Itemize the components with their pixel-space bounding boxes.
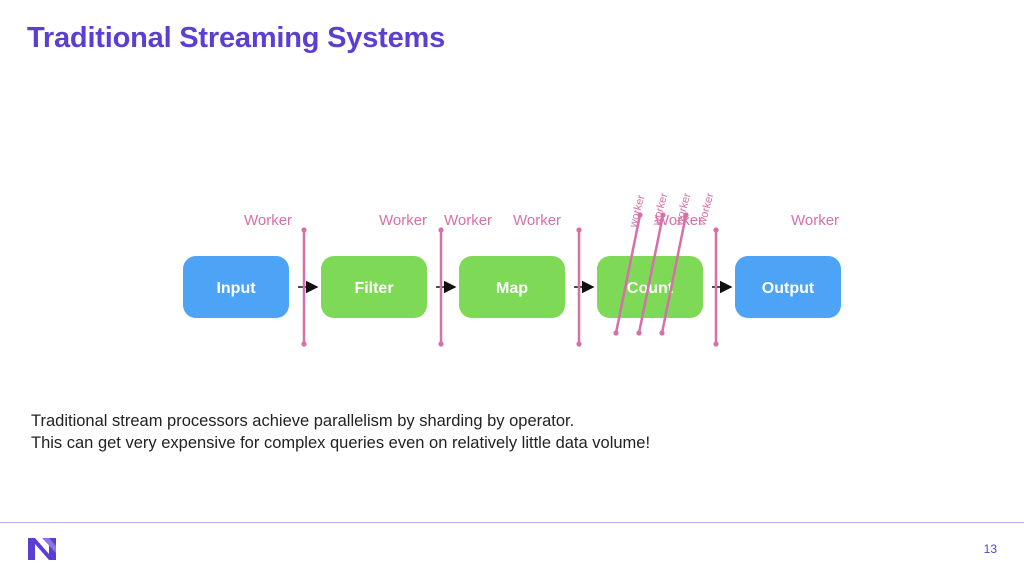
sub-worker-label: worker bbox=[627, 193, 647, 229]
node-output: Output bbox=[735, 256, 841, 318]
sub-worker-divider bbox=[659, 212, 689, 336]
worker-divider bbox=[438, 227, 444, 347]
worker-divider bbox=[576, 227, 582, 347]
worker-divider bbox=[713, 227, 719, 347]
worker-label: Worker bbox=[655, 212, 703, 229]
pipeline-diagram: Input Filter Map Count Output bbox=[183, 191, 841, 347]
caption-line: This can get very expensive for complex … bbox=[31, 434, 651, 452]
footer-divider bbox=[0, 522, 1024, 523]
brand-logo-icon bbox=[27, 537, 57, 566]
slide-caption: Traditional stream processors achieve pa… bbox=[31, 410, 650, 454]
worker-label: Worker bbox=[244, 212, 292, 229]
sub-worker-divider bbox=[613, 212, 643, 336]
node-count: Count bbox=[597, 256, 703, 318]
node-output-box bbox=[735, 256, 841, 318]
node-input-label: Input bbox=[216, 280, 256, 297]
node-map-label: Map bbox=[496, 280, 528, 297]
worker-divider bbox=[301, 227, 307, 347]
node-count-label: Count bbox=[627, 280, 674, 297]
page-number: 13 bbox=[983, 542, 997, 556]
worker-label: Worker bbox=[791, 212, 839, 229]
worker-label: Worker bbox=[444, 212, 492, 229]
caption-line: Traditional stream processors achieve pa… bbox=[31, 412, 575, 430]
worker-label: Worker bbox=[513, 212, 561, 229]
slide-title: Traditional Streaming Systems bbox=[27, 22, 446, 54]
sub-worker-label: worker bbox=[696, 191, 716, 227]
node-count-box bbox=[597, 256, 703, 318]
node-input: Input bbox=[183, 256, 289, 318]
worker-label: Worker bbox=[379, 212, 427, 229]
node-filter: Filter bbox=[321, 256, 427, 318]
node-filter-box bbox=[321, 256, 427, 318]
sub-worker-divider bbox=[636, 212, 666, 336]
node-map: Map bbox=[459, 256, 565, 318]
node-input-box bbox=[183, 256, 289, 318]
node-output-label: Output bbox=[762, 280, 815, 297]
node-map-box bbox=[459, 256, 565, 318]
node-filter-label: Filter bbox=[354, 280, 393, 297]
